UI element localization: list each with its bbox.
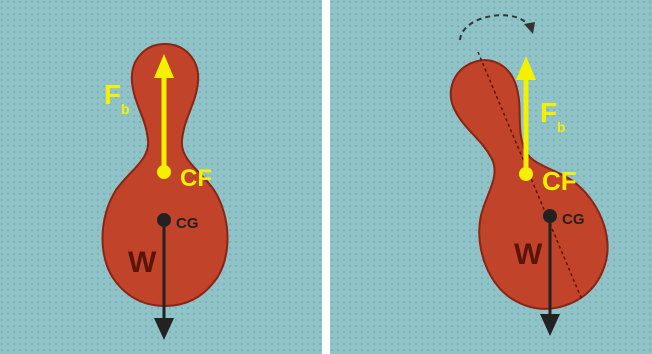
tilted-panel: F b CF CG W	[330, 0, 652, 354]
center-of-gravity-label: CG	[176, 215, 199, 232]
tilted-diagram: F b CF CG W	[330, 0, 652, 354]
buoyancy-label: F	[104, 79, 121, 110]
center-of-flotation-label: CF	[180, 165, 212, 192]
center-of-flotation-label: CF	[542, 166, 577, 196]
buoyancy-label: F	[540, 97, 557, 128]
weight-label: W	[128, 246, 157, 279]
upright-panel: F b CF CG W	[0, 0, 322, 354]
center-of-flotation-point	[519, 167, 533, 181]
buoyancy-subscript: b	[557, 119, 566, 135]
center-of-gravity-label: CG	[562, 211, 585, 228]
buoyancy-subscript: b	[121, 101, 130, 117]
center-of-flotation-point	[157, 165, 171, 179]
center-of-gravity-point	[157, 213, 171, 227]
center-of-gravity-point	[543, 209, 557, 223]
weight-label: W	[514, 238, 543, 271]
water-background	[330, 0, 652, 354]
upright-diagram: F b CF CG W	[0, 0, 322, 354]
